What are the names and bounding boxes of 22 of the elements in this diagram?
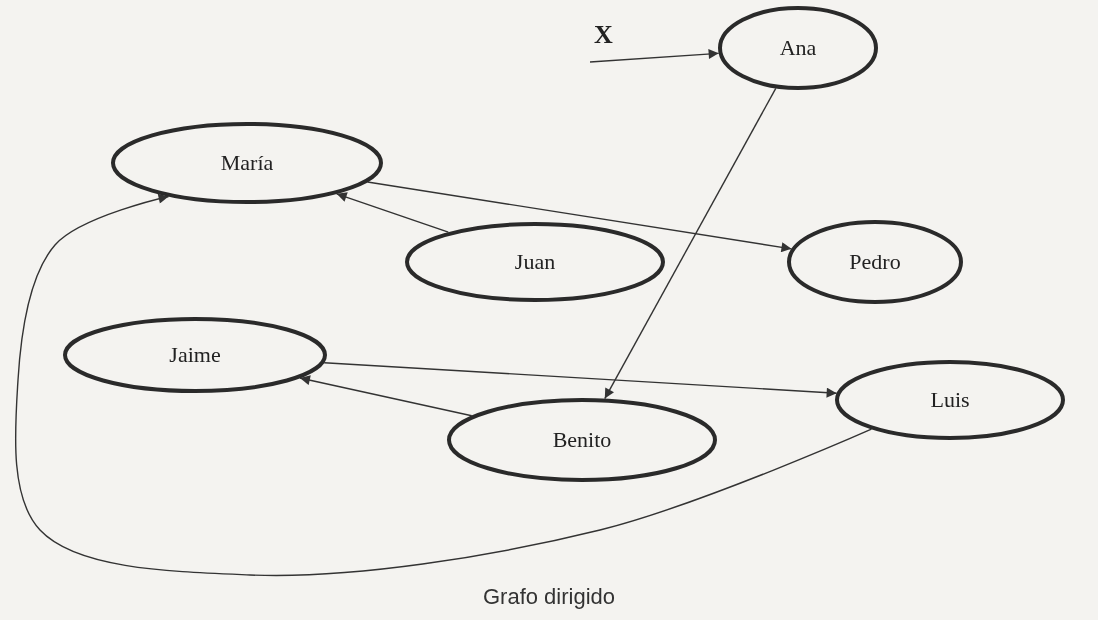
node-ellipse: [787, 220, 963, 304]
node-ellipse: [405, 222, 665, 302]
arrow: [604, 87, 777, 400]
node-ellipse: [835, 360, 1065, 440]
arrow: [366, 181, 793, 253]
node-ellipse: [718, 6, 878, 90]
caption: Grafo dirigido: [482, 584, 616, 609]
node-label: Juan: [514, 249, 556, 275]
arrow: [323, 362, 838, 398]
node-ellipse: [111, 122, 383, 204]
node-label: Benito: [552, 427, 612, 453]
arrow: [589, 49, 720, 63]
node-ellipse: [63, 317, 327, 393]
node-label: Luis: [930, 387, 970, 413]
arrow: [299, 375, 473, 417]
node-ellipse: [447, 398, 717, 482]
node-label: Ana: [779, 35, 817, 61]
node-label: María: [220, 150, 274, 176]
node-label: Pedro: [849, 249, 901, 275]
arrow: [335, 192, 449, 233]
arrow: [14, 193, 873, 577]
node-label: Jaime: [169, 342, 221, 368]
